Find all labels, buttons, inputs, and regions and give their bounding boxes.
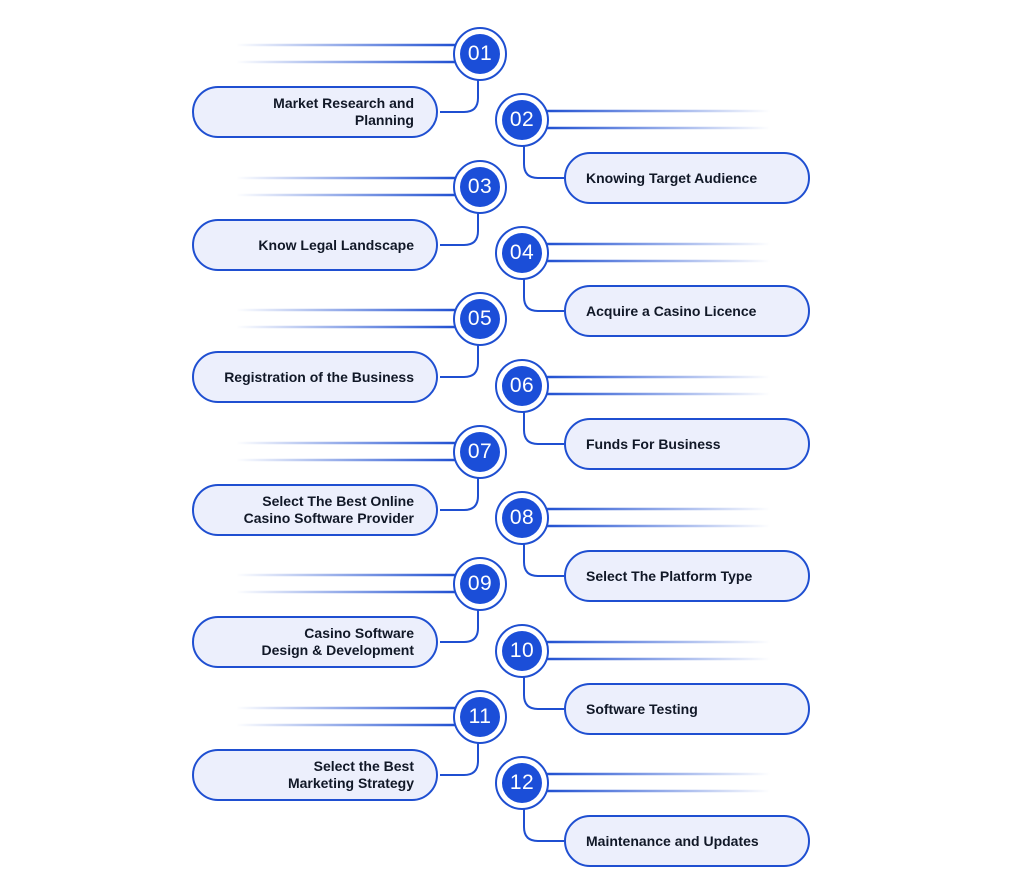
step-number-badge: 09 bbox=[453, 557, 507, 611]
step-label: Select The Best Online Casino Software P… bbox=[243, 493, 414, 526]
step-number-badge: 05 bbox=[453, 292, 507, 346]
step-card: Market Research and Planning bbox=[192, 86, 438, 138]
step-card: Funds For Business bbox=[564, 418, 810, 470]
step-number-badge: 01 bbox=[453, 27, 507, 81]
step-label: Select The Platform Type bbox=[586, 567, 753, 584]
step-number: 08 bbox=[502, 498, 542, 538]
step-label: Market Research and Planning bbox=[273, 95, 414, 128]
step-label: Maintenance and Updates bbox=[586, 832, 759, 849]
step-label: Software Testing bbox=[586, 700, 698, 717]
step-card: Knowing Target Audience bbox=[564, 152, 810, 204]
step-label: Select the Best Marketing Strategy bbox=[287, 758, 414, 791]
step-card: Registration of the Business bbox=[192, 351, 438, 403]
step-label: Registration of the Business bbox=[224, 368, 414, 385]
step-number: 12 bbox=[502, 763, 542, 803]
step-number-badge: 03 bbox=[453, 160, 507, 214]
step-card: Select The Best Online Casino Software P… bbox=[192, 484, 438, 536]
step-card: Acquire a Casino Licence bbox=[564, 285, 810, 337]
step-number: 07 bbox=[460, 432, 500, 472]
connector-curve bbox=[523, 809, 564, 842]
step-number-badge: 11 bbox=[453, 690, 507, 744]
step-card: Maintenance and Updates bbox=[564, 815, 810, 867]
step-number: 10 bbox=[502, 631, 542, 671]
step-number-badge: 02 bbox=[495, 93, 549, 147]
step-number: 02 bbox=[502, 100, 542, 140]
step-number: 06 bbox=[502, 366, 542, 406]
step-number-badge: 10 bbox=[495, 624, 549, 678]
connector-curve bbox=[523, 677, 564, 710]
step-label: Knowing Target Audience bbox=[586, 169, 758, 186]
step-number: 05 bbox=[460, 299, 500, 339]
step-number: 04 bbox=[502, 233, 542, 273]
step-card: Select The Platform Type bbox=[564, 550, 810, 602]
step-label: Know Legal Landscape bbox=[258, 236, 414, 253]
step-card: Know Legal Landscape bbox=[192, 219, 438, 271]
step-label: Acquire a Casino Licence bbox=[586, 302, 757, 319]
connector-curve bbox=[523, 412, 564, 445]
step-label: Casino Software Design & Development bbox=[261, 625, 414, 658]
connector-curve bbox=[440, 478, 479, 511]
connector-curve bbox=[523, 279, 564, 312]
connector-curve bbox=[440, 345, 479, 378]
connector-curve bbox=[440, 80, 479, 113]
step-card: Casino Software Design & Development bbox=[192, 616, 438, 668]
connector-curve bbox=[523, 146, 564, 179]
step-number-badge: 08 bbox=[495, 491, 549, 545]
step-number-badge: 06 bbox=[495, 359, 549, 413]
step-number: 03 bbox=[460, 167, 500, 207]
step-card: Software Testing bbox=[564, 683, 810, 735]
connector-curve bbox=[440, 610, 479, 643]
step-number: 01 bbox=[460, 34, 500, 74]
step-number: 09 bbox=[460, 564, 500, 604]
step-label: Funds For Business bbox=[586, 435, 721, 452]
connector-curve bbox=[523, 544, 564, 577]
connector-curve bbox=[440, 743, 479, 776]
step-number-badge: 07 bbox=[453, 425, 507, 479]
step-card: Select the Best Marketing Strategy bbox=[192, 749, 438, 801]
step-number-badge: 04 bbox=[495, 226, 549, 280]
step-number: 11 bbox=[460, 697, 500, 737]
step-number-badge: 12 bbox=[495, 756, 549, 810]
connector-curve bbox=[440, 213, 479, 246]
